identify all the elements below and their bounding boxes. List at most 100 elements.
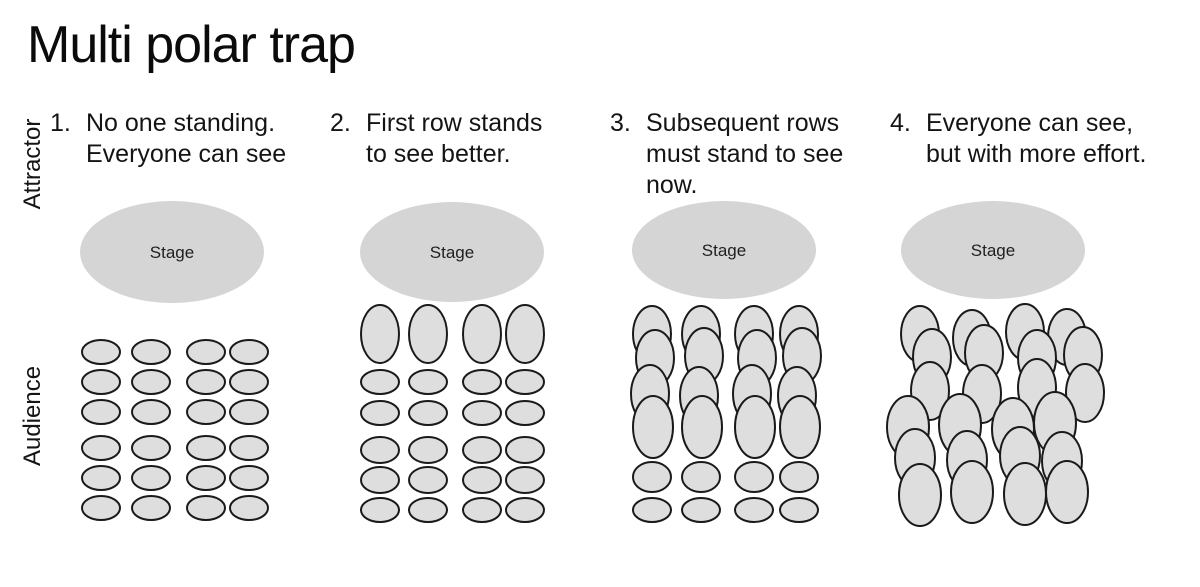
- audience-member-standing: [950, 460, 994, 524]
- audience-member-seated: [462, 369, 502, 395]
- audience-member-seated: [505, 466, 545, 494]
- audience-member-seated: [408, 400, 448, 426]
- audience-member-seated: [408, 466, 448, 494]
- caption-line: now.: [646, 171, 698, 199]
- audience-member-standing: [462, 304, 502, 364]
- audience-member-standing: [898, 463, 942, 527]
- audience-member-standing: [1065, 363, 1105, 423]
- audience-member-seated: [505, 436, 545, 464]
- panel-caption: 1. No one standing. Everyone can see: [40, 108, 325, 170]
- audience-member-seated: [779, 497, 819, 523]
- audience-member-standing: [681, 395, 723, 459]
- audience-member-standing: [1003, 462, 1047, 526]
- audience-member-seated: [186, 435, 226, 461]
- audience-member-seated: [360, 400, 400, 426]
- stage-ellipse: [901, 201, 1085, 299]
- stage-ellipse: [80, 201, 264, 303]
- caption-line: to see better.: [366, 140, 511, 168]
- caption-line: No one standing.: [86, 109, 276, 137]
- audience-member-seated: [186, 399, 226, 425]
- audience-member-seated: [779, 461, 819, 493]
- audience-member-seated: [229, 465, 269, 491]
- audience-member-standing: [360, 304, 400, 364]
- audience-member-seated: [734, 497, 774, 523]
- panel-caption-text: Subsequent rows must stand to see now.: [646, 108, 843, 201]
- stage-label: Stage: [150, 243, 194, 262]
- audience-member-seated: [360, 466, 400, 494]
- audience-member-seated: [186, 495, 226, 521]
- audience-member-seated: [462, 497, 502, 523]
- audience-member-seated: [81, 435, 121, 461]
- caption-line: Everyone can see,: [926, 109, 1134, 137]
- audience-member-seated: [229, 339, 269, 365]
- audience-member-seated: [81, 369, 121, 395]
- audience-member-seated: [81, 495, 121, 521]
- audience-member-seated: [186, 465, 226, 491]
- panel-number: 4.: [890, 109, 911, 137]
- caption-line: but with more effort.: [926, 140, 1147, 168]
- audience-member-seated: [131, 435, 171, 461]
- audience-member-standing: [632, 395, 674, 459]
- audience-member-seated: [360, 497, 400, 523]
- panel-caption: 3. Subsequent rows must stand to see now.: [600, 108, 885, 201]
- stage-label: Stage: [971, 241, 1015, 260]
- caption-line: First row stands: [366, 109, 543, 137]
- audience-member-seated: [734, 461, 774, 493]
- audience-member-seated: [229, 399, 269, 425]
- audience-member-seated: [229, 495, 269, 521]
- stage-ellipse: [632, 201, 816, 299]
- panel-number: 2.: [330, 109, 351, 137]
- audience-member-standing: [734, 395, 776, 459]
- audience-member-seated: [505, 369, 545, 395]
- audience-member-seated: [462, 400, 502, 426]
- caption-line: must stand to see: [646, 140, 844, 168]
- audience-member-standing: [779, 395, 821, 459]
- audience-member-seated: [632, 461, 672, 493]
- audience-member-seated: [186, 369, 226, 395]
- stage-audience-scene: Stage: [630, 201, 822, 523]
- audience-member-seated: [131, 339, 171, 365]
- audience-member-seated: [229, 369, 269, 395]
- audience-member-seated: [131, 369, 171, 395]
- panel-4: 4. Everyone can see, but with more effort.…: [880, 108, 1165, 578]
- audience-member-seated: [681, 497, 721, 523]
- panel-number: 1.: [50, 109, 71, 137]
- audience-member-seated: [81, 339, 121, 365]
- panel-caption-text: Everyone can see, but with more effort.: [926, 108, 1146, 170]
- audience-member-seated: [131, 399, 171, 425]
- audience-member-seated: [462, 436, 502, 464]
- panel-2: 2. First row stands to see better. Stage: [320, 108, 605, 578]
- audience-member-seated: [360, 436, 400, 464]
- stage-audience-scene: Stage: [886, 201, 1105, 527]
- audience-member-standing: [505, 304, 545, 364]
- audience-member-standing: [408, 304, 448, 364]
- stage-audience-scene: Stage: [360, 202, 545, 523]
- audience-member-seated: [408, 369, 448, 395]
- audience-member-seated: [229, 435, 269, 461]
- stage-label: Stage: [430, 243, 474, 262]
- audience-member-seated: [505, 400, 545, 426]
- audience-member-seated: [81, 465, 121, 491]
- stage-ellipse: [360, 202, 544, 302]
- panel-caption-text: No one standing. Everyone can see: [86, 108, 286, 170]
- audience-member-seated: [408, 497, 448, 523]
- audience-member-seated: [186, 339, 226, 365]
- diagram-title: Multi polar trap: [27, 16, 356, 74]
- audience-member-seated: [462, 466, 502, 494]
- audience-member-seated: [360, 369, 400, 395]
- audience-member-seated: [632, 497, 672, 523]
- audience-member-seated: [505, 497, 545, 523]
- caption-line: Subsequent rows: [646, 109, 840, 137]
- caption-line: Everyone can see: [86, 140, 287, 168]
- audience-member-seated: [681, 461, 721, 493]
- audience-member-seated: [131, 465, 171, 491]
- panel-caption: 4. Everyone can see, but with more effort.: [880, 108, 1165, 170]
- audience-member-seated: [131, 495, 171, 521]
- audience-member-seated: [81, 399, 121, 425]
- panel-number: 3.: [610, 109, 631, 137]
- audience-member-standing: [1045, 460, 1089, 524]
- stage-label: Stage: [702, 241, 746, 260]
- panel-caption: 2. First row stands to see better.: [320, 108, 605, 170]
